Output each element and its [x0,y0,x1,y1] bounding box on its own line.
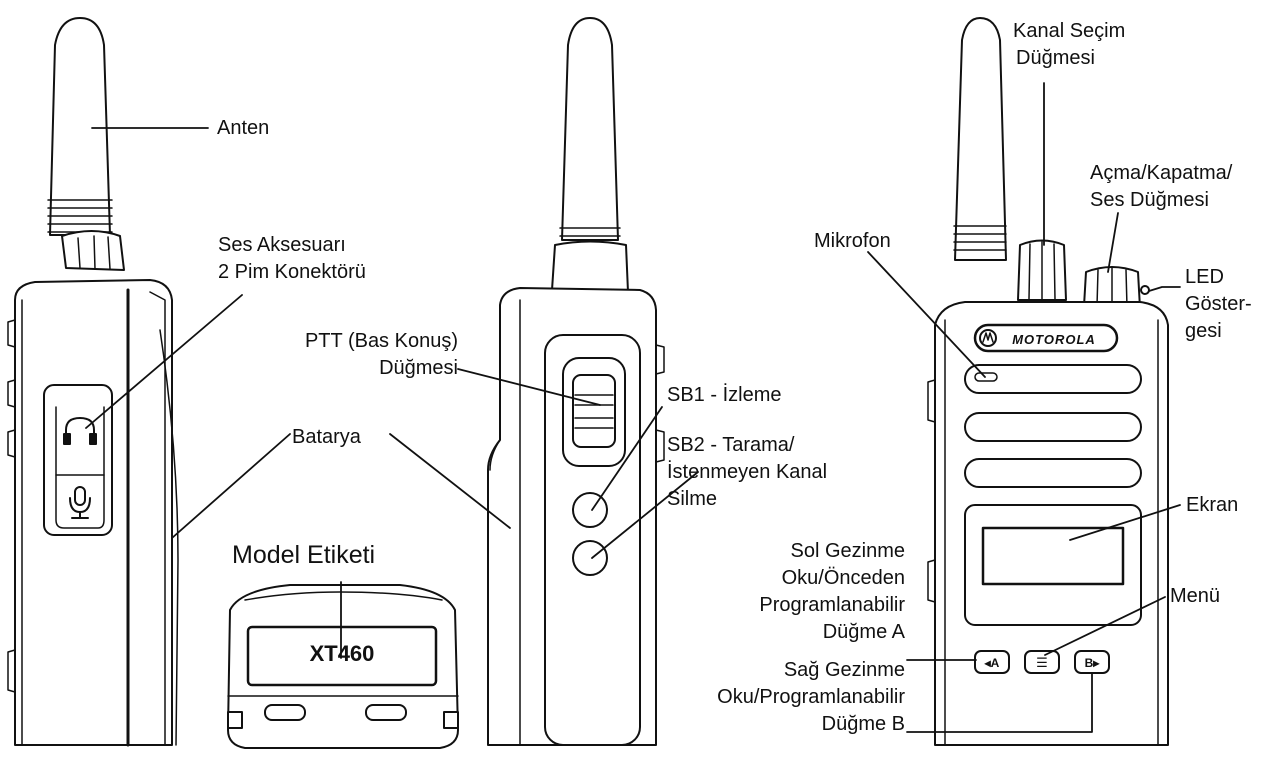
back-view-radio [488,18,664,745]
label-line: İstenmeyen Kanal [667,459,827,486]
label-line: SB2 - Tarama/ [667,432,827,459]
side-grip-notches [8,320,15,692]
sb2-button [573,541,607,575]
brand-text: MOTOROLA [1012,332,1096,347]
label-antenna: Anten [217,115,269,142]
speaker-grille-3 [965,459,1141,487]
label-line: gesi [1185,318,1252,345]
side-volume-knob [62,231,124,270]
label-model: Model Etiketi [232,542,375,569]
label-sb2: SB2 - Tarama/ İstenmeyen Kanal Silme [667,432,827,513]
label-led: LED Göster- gesi [1185,264,1252,345]
label-right-nav: Sağ Gezinme Oku/Programlanabilir Düğme B [700,657,905,738]
menu-glyph: ☰ [1036,656,1048,671]
leader-led [1149,287,1180,291]
label-battery: Batarya [292,424,361,451]
label-microphone: Mikrofon [814,228,891,255]
label-menu: Menü [1170,583,1220,610]
button-b-glyph: B▸ [1085,656,1101,670]
label-line: 2 Pim Konektörü [218,259,366,286]
label-line: Düğme A [700,619,905,646]
label-line: Silme [667,486,827,513]
label-power-volume: Açma/Kapatma/ Ses Düğmesi [1090,160,1232,214]
side-view-radio [8,18,178,745]
model-number: XT460 [248,640,436,667]
label-audio-accessory: Ses Aksesuarı 2 Pim Konektörü [218,232,366,286]
label-line: Açma/Kapatma/ [1090,160,1232,187]
label-line: PTT (Bas Konuş) [240,328,458,355]
display-screen [983,528,1123,584]
label-line: Sol Gezinme [700,538,905,565]
label-line: LED [1185,264,1252,291]
label-line: Programlanabilir [700,592,905,619]
label-left-nav: Sol Gezinme Oku/Önceden Programlanabilir… [700,538,905,646]
label-line: Oku/Programlanabilir [700,684,905,711]
label-channel-knob: Kanal Seçim Düğmesi [1013,18,1125,72]
side-antenna [50,18,110,235]
label-line: Sağ Gezinme [700,657,905,684]
ptt-button [573,375,615,447]
mic-slot [975,373,997,381]
label-line: Göster- [1185,291,1252,318]
back-antenna [562,18,618,240]
label-line: Düğme B [700,711,905,738]
speaker-grille-2 [965,413,1141,441]
front-antenna [955,18,1006,260]
leader-power [1108,213,1118,272]
label-ptt: PTT (Bas Konuş) Düğmesi [240,328,458,382]
label-line: Düğmesi [240,355,458,382]
front-view-radio [928,18,1168,745]
sb1-button [573,493,607,527]
label-line: Oku/Önceden [700,565,905,592]
label-line: Ses Aksesuarı [218,232,366,259]
button-a-glyph: ◂A [984,656,1000,670]
label-sb1: SB1 - İzleme [667,382,781,409]
label-line: Ses Düğmesi [1090,187,1232,214]
label-line: Kanal Seçim [1013,18,1125,45]
label-display: Ekran [1186,492,1238,519]
led-indicator [1141,286,1149,294]
leader-battery-left [172,434,290,538]
label-line: Düğmesi [1013,45,1125,72]
